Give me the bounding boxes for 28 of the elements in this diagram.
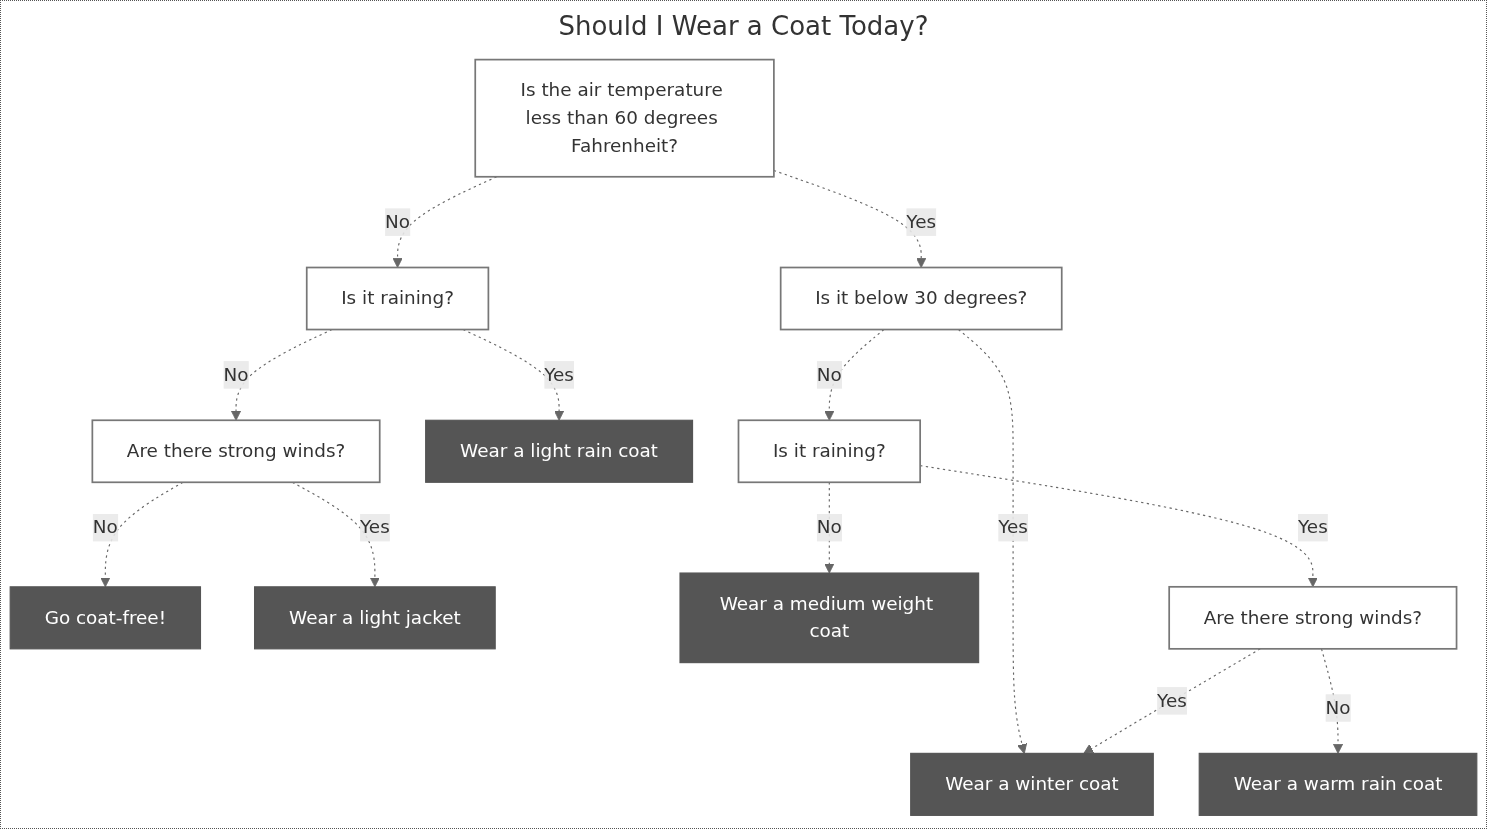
edge-label: No bbox=[92, 516, 118, 538]
edge-label: Yes bbox=[360, 516, 390, 538]
node-box: Is the air temperature less than 60 degrees Fahrenheit? bbox=[474, 58, 775, 178]
title: Should I Wear a Coat Today? bbox=[558, 11, 929, 41]
node-box: Is it raining? bbox=[305, 266, 490, 331]
node-box: Are there strong winds? bbox=[1168, 585, 1458, 650]
node-box: Is it raining? bbox=[737, 419, 921, 484]
node-box: Are there strong winds? bbox=[91, 419, 381, 484]
arrow bbox=[824, 328, 885, 421]
edge-label: No bbox=[816, 363, 842, 386]
node-box: Wear a warm rain coat bbox=[1198, 752, 1478, 816]
node-box: Wear a light rain coat bbox=[425, 419, 694, 483]
arrow bbox=[773, 169, 927, 268]
node-box: Wear a medium weight coat bbox=[679, 572, 980, 664]
node-box: Wear a light jacket bbox=[254, 586, 496, 650]
edge-label: Yes bbox=[998, 516, 1028, 538]
edge-label: No bbox=[223, 363, 249, 386]
edge-label: Yes bbox=[906, 210, 937, 233]
node-box: Wear a winter coat bbox=[910, 752, 1154, 816]
edge-label: Yes bbox=[1157, 689, 1187, 712]
edge-label: Yes bbox=[544, 363, 574, 386]
edge-label: No bbox=[1325, 696, 1351, 719]
edge-label: No bbox=[385, 210, 411, 233]
edge-label: No bbox=[816, 516, 842, 538]
node-box: Go coat-free! bbox=[9, 586, 202, 650]
node-box: Is it below 30 degrees? bbox=[779, 266, 1063, 331]
edge-label: Yes bbox=[1298, 516, 1328, 538]
arrow bbox=[957, 328, 1028, 754]
